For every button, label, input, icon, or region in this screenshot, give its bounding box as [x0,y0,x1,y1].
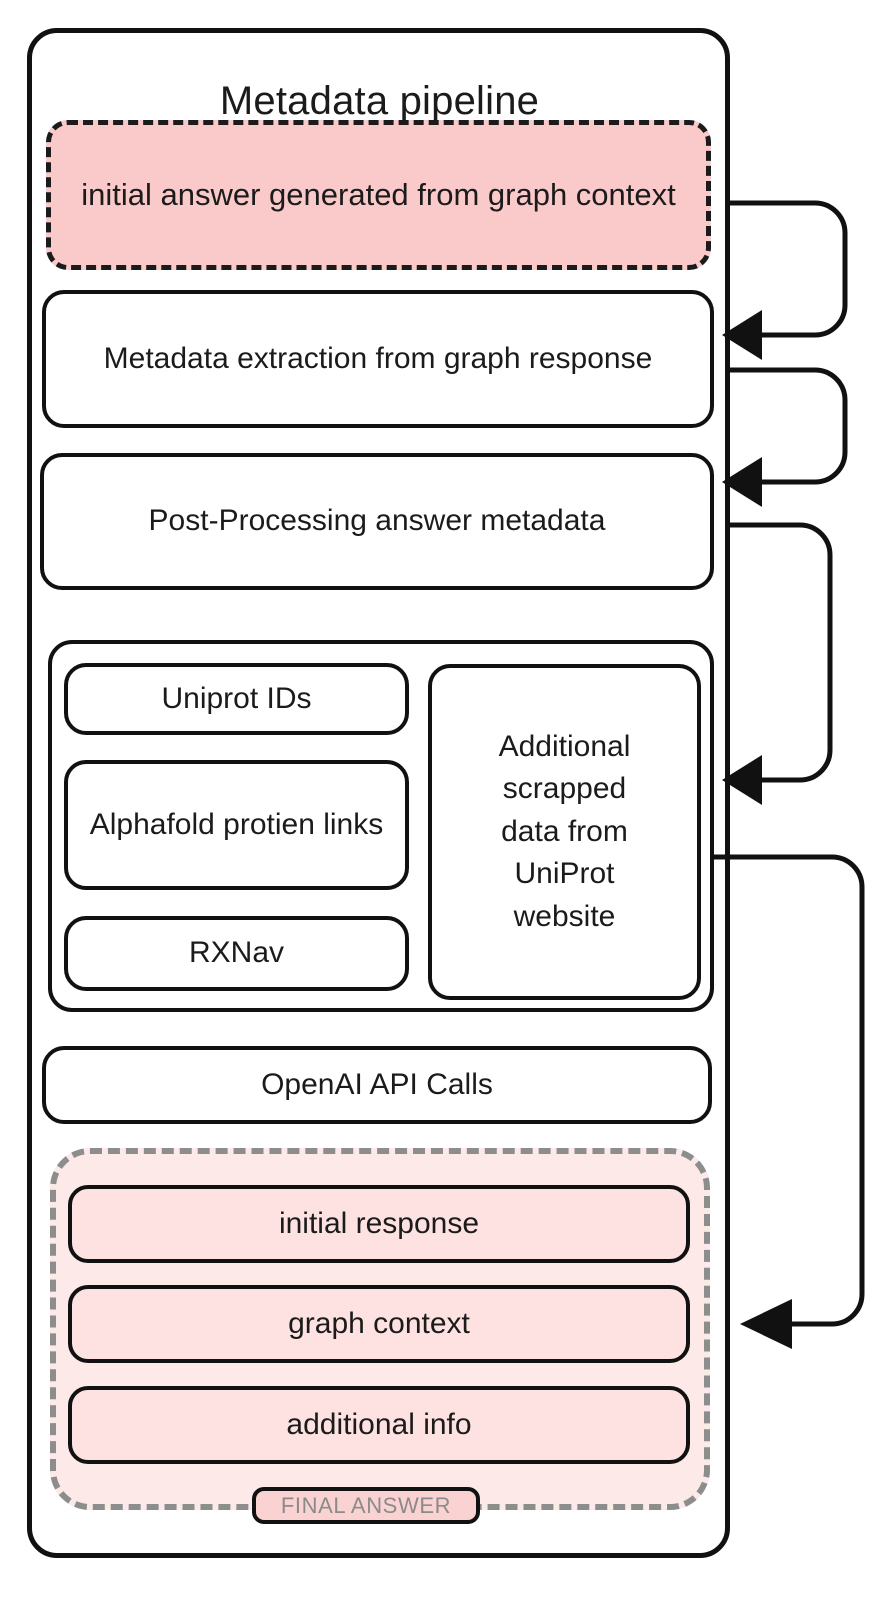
page-title: Metadata pipeline [219,79,540,123]
final-answer-badge: FINAL ANSWER [252,1487,480,1524]
node-metadata-extraction[interactable]: Metadata extraction from graph response [42,290,714,428]
node-initial-answer[interactable]: initial answer generated from graph cont… [46,120,711,270]
connector-post-processing-to-sources [722,522,833,805]
node-additional-info[interactable]: additional info [68,1386,690,1464]
connector-initial-answer-to-metadata-extraction [722,200,848,360]
node-additional-scrapped-data[interactable]: Additional scrapped data from UniProt we… [428,664,701,1000]
connector-sources-to-graph-context [712,854,865,1349]
node-alphafold-protien-links[interactable]: Alphafold protien links [64,760,409,890]
node-openai-api-calls[interactable]: OpenAI API Calls [42,1046,712,1124]
node-post-processing[interactable]: Post-Processing answer metadata [40,453,714,590]
node-initial-response[interactable]: initial response [68,1185,690,1263]
node-graph-context[interactable]: graph context [68,1285,690,1363]
connector-metadata-extraction-to-post-processing [722,367,848,507]
node-uniprot-ids[interactable]: Uniprot IDs [64,663,409,735]
node-rxnav[interactable]: RXNav [64,916,409,991]
